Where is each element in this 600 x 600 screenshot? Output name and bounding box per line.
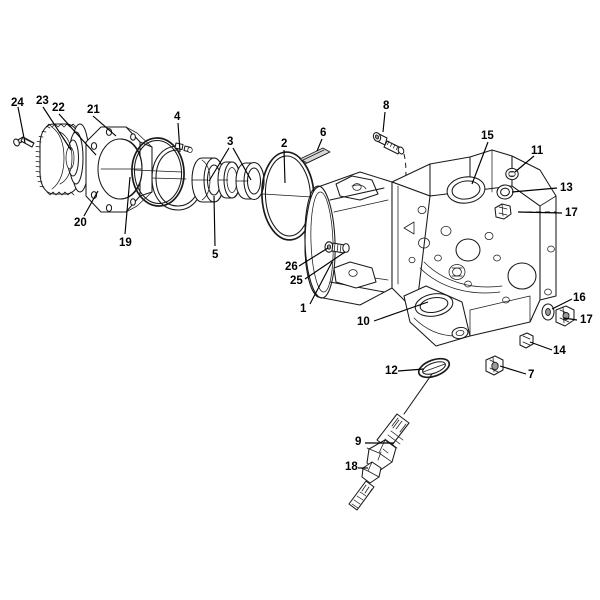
- callout-9: 9: [355, 436, 362, 448]
- callout-25: 25: [290, 275, 303, 287]
- callout-14: 14: [553, 345, 566, 357]
- callout-10: 10: [357, 316, 370, 328]
- callout-26: 26: [285, 261, 298, 273]
- callout-3: 3: [227, 136, 234, 148]
- callout-16: 16: [573, 292, 586, 304]
- callout-22: 22: [52, 102, 65, 114]
- callout-6: 6: [320, 127, 327, 139]
- part-16-washer-right: [541, 303, 555, 321]
- part-9-threaded-fitting: [348, 373, 433, 511]
- part-4-snap-ring: [151, 142, 204, 211]
- part-6-woodruff-key: [299, 147, 331, 165]
- callout-17-lower: 17: [580, 314, 593, 326]
- callout-23: 23: [36, 95, 49, 107]
- part-valve-block-body: [391, 149, 557, 347]
- callout-19: 19: [119, 237, 132, 249]
- callout-leaders: [17, 106, 578, 469]
- callout-18: 18: [345, 461, 358, 473]
- part-7-plug-bottom: [485, 355, 504, 376]
- callout-17-upper: 17: [565, 207, 578, 219]
- callout-7: 7: [528, 369, 535, 381]
- callout-12: 12: [385, 365, 398, 377]
- part-14-plug-small: [519, 332, 534, 349]
- part-20-mounting-flange: [85, 126, 153, 213]
- callout-21: 21: [87, 104, 100, 116]
- part-3-shaft-seal-pair: [217, 161, 265, 201]
- callout-20: 20: [74, 217, 87, 229]
- callout-1: 1: [300, 303, 307, 315]
- part-19-o-ring-flange: [131, 137, 185, 207]
- callout-24: 24: [11, 97, 24, 109]
- callout-5: 5: [212, 249, 219, 261]
- callout-8: 8: [383, 100, 390, 112]
- callout-2: 2: [281, 138, 288, 150]
- part-8-plug-screw: [372, 132, 407, 220]
- callout-4: 4: [174, 111, 181, 123]
- callout-11: 11: [531, 145, 544, 157]
- callout-13: 13: [560, 182, 573, 194]
- callout-15: 15: [481, 130, 494, 142]
- part-12-seal-ring-bottom: [417, 357, 451, 379]
